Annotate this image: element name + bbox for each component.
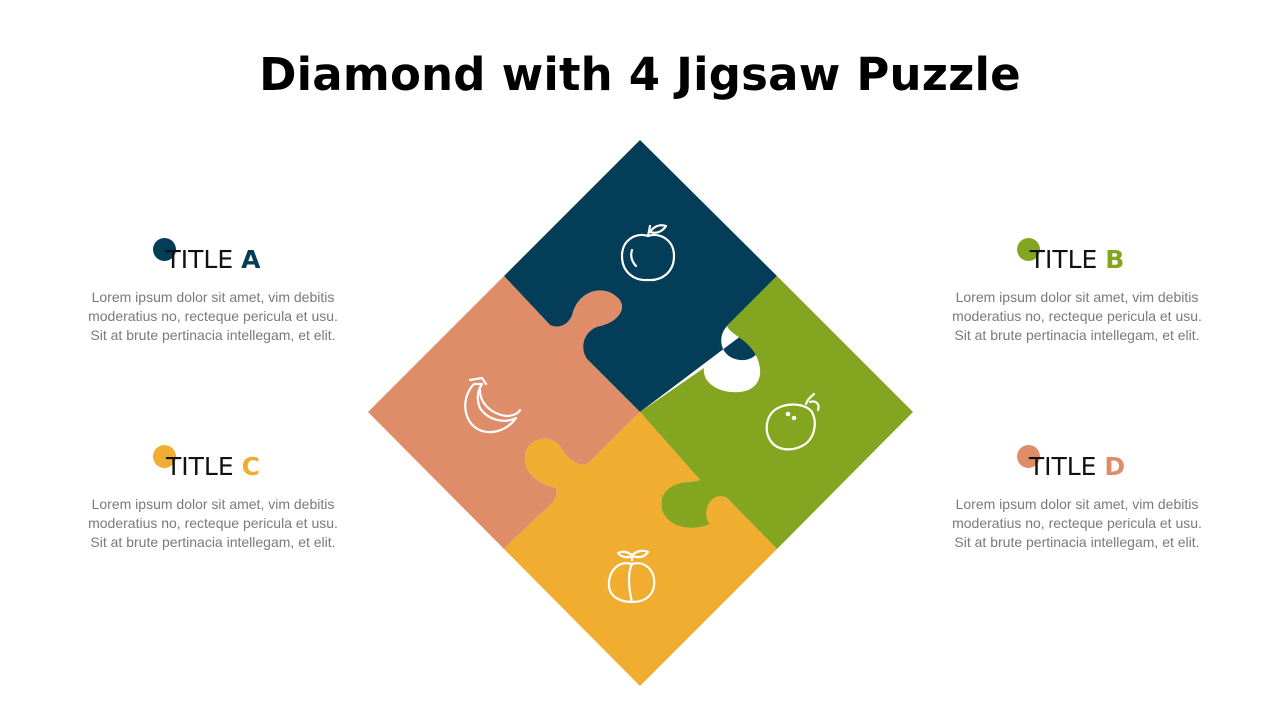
puzzle-piece-b bbox=[640, 276, 913, 549]
item-b-text: Lorem ipsum dolor sit amet, vim debitis … bbox=[952, 289, 1202, 343]
apple-icon bbox=[620, 224, 676, 282]
item-c-heading: TITLE C bbox=[73, 445, 353, 489]
item-d-letter: D bbox=[1104, 452, 1126, 481]
item-a-prefix: TITLE bbox=[165, 245, 242, 274]
item-d: TITLE D Lorem ipsum dolor sit amet, vim … bbox=[937, 445, 1217, 552]
puzzle-piece-c bbox=[504, 412, 777, 686]
item-a-text: Lorem ipsum dolor sit amet, vim debitis … bbox=[88, 289, 338, 343]
slide-title: Diamond with 4 Jigsaw Puzzle bbox=[259, 48, 1021, 101]
lemon-icon bbox=[765, 392, 820, 451]
item-d-prefix: TITLE bbox=[1028, 452, 1105, 481]
item-c-letter: C bbox=[241, 452, 260, 481]
item-c-prefix: TITLE bbox=[166, 452, 242, 481]
item-a-letter: A bbox=[241, 245, 261, 274]
puzzle-piece-a bbox=[504, 140, 777, 412]
item-d-heading: TITLE D bbox=[937, 445, 1217, 489]
item-b-heading: TITLE B bbox=[937, 238, 1217, 282]
item-c-text: Lorem ipsum dolor sit amet, vim debitis … bbox=[88, 496, 338, 550]
item-d-dot bbox=[1017, 445, 1040, 468]
banana-icon bbox=[464, 376, 522, 434]
item-a-heading: TITLE A bbox=[73, 238, 353, 282]
item-d-text: Lorem ipsum dolor sit amet, vim debitis … bbox=[952, 496, 1202, 550]
item-b-prefix: TITLE bbox=[1029, 245, 1106, 274]
peach-icon bbox=[607, 549, 656, 604]
item-a: TITLE A Lorem ipsum dolor sit amet, vim … bbox=[73, 238, 353, 345]
puzzle-piece-d bbox=[368, 276, 640, 549]
item-b-dot bbox=[1017, 238, 1040, 261]
item-b: TITLE B Lorem ipsum dolor sit amet, vim … bbox=[937, 238, 1217, 345]
item-c-dot bbox=[153, 445, 176, 468]
item-a-dot bbox=[153, 238, 176, 261]
item-c: TITLE C Lorem ipsum dolor sit amet, vim … bbox=[73, 445, 353, 552]
item-b-letter: B bbox=[1105, 245, 1125, 274]
